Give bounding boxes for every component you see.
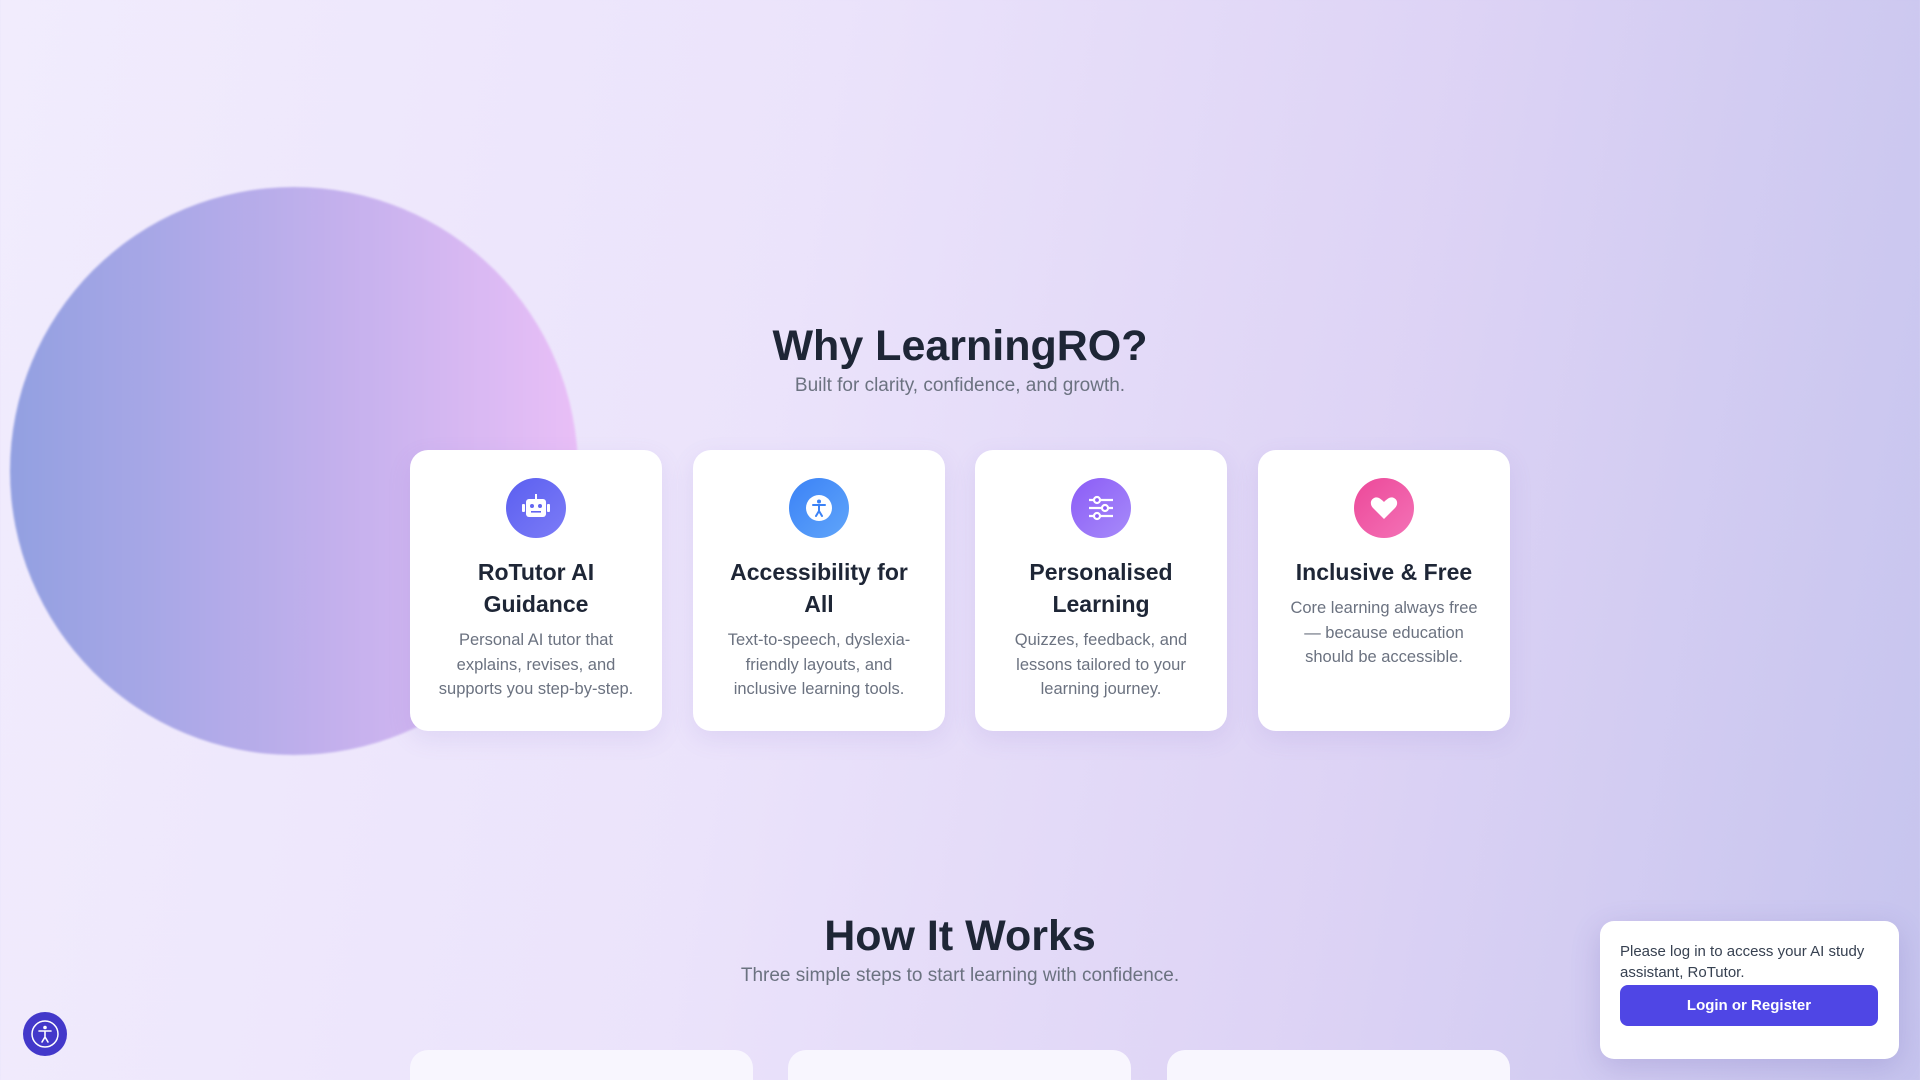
login-register-button[interactable]: Login or Register xyxy=(1620,985,1878,1026)
sliders-icon xyxy=(1071,478,1131,538)
login-prompt-popup: Please log in to access your AI study as… xyxy=(1600,921,1899,1059)
feature-card-inclusive: Inclusive & Free Core learning always fr… xyxy=(1258,450,1510,731)
accessibility-icon xyxy=(789,478,849,538)
feature-description: Text-to-speech, dyslexia-friendly layout… xyxy=(727,631,911,698)
accessibility-menu-button[interactable] xyxy=(23,1012,67,1056)
feature-title: Personalised Learning xyxy=(1029,559,1173,617)
heart-icon xyxy=(1354,478,1414,538)
feature-description: Core learning always free — because educ… xyxy=(1290,599,1478,666)
how-section-title: How It Works xyxy=(824,912,1096,960)
feature-card-rotutor: RoTutor AI Guidance Personal AI tutor th… xyxy=(410,450,662,731)
feature-card-accessibility: Accessibility for All Text-to-speech, dy… xyxy=(693,450,945,731)
login-prompt-message: Please log in to access your AI study as… xyxy=(1620,943,1865,981)
robot-icon xyxy=(506,478,566,538)
feature-description: Quizzes, feedback, and lessons tailored … xyxy=(1014,631,1188,698)
feature-card-personalised: Personalised Learning Quizzes, feedback,… xyxy=(975,450,1227,731)
accessibility-icon xyxy=(31,1020,59,1048)
feature-description: Personal AI tutor that explains, revises… xyxy=(438,631,634,698)
step-card xyxy=(410,1050,753,1080)
why-section-subtitle: Built for clarity, confidence, and growt… xyxy=(794,375,1126,396)
step-card xyxy=(788,1050,1131,1080)
step-card xyxy=(1167,1050,1510,1080)
feature-title: Accessibility for All xyxy=(730,559,908,617)
why-section-title: Why LearningRO? xyxy=(772,322,1148,370)
feature-title: Inclusive & Free xyxy=(1295,559,1473,585)
how-section-subtitle: Three simple steps to start learning wit… xyxy=(740,965,1180,986)
feature-title: RoTutor AI Guidance xyxy=(477,559,595,617)
